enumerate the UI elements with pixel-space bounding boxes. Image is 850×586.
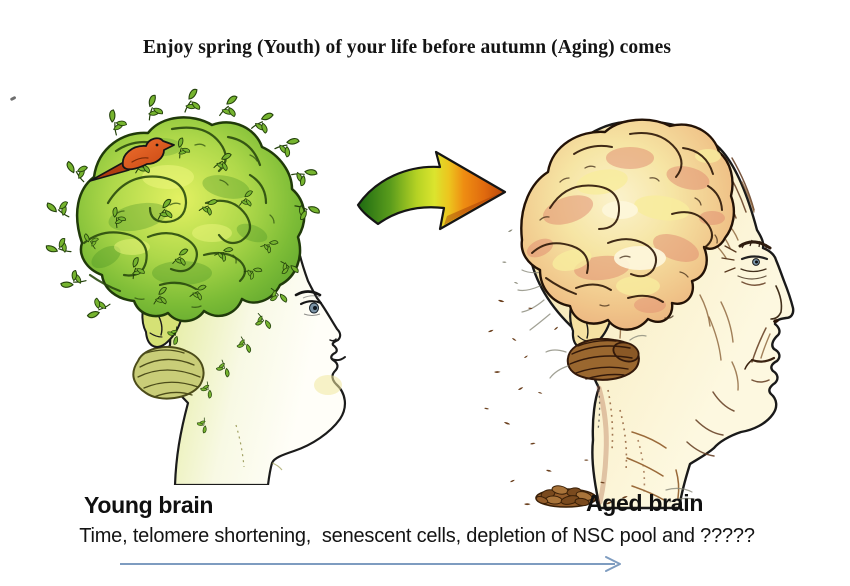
leaf-pile <box>523 485 613 508</box>
young-eye <box>294 290 323 316</box>
transition-arrow-icon <box>356 150 507 231</box>
young-mouth <box>331 356 346 362</box>
aged-eye <box>721 239 772 280</box>
scan-speck <box>9 95 17 101</box>
young-brain-label: Young brain <box>84 492 214 518</box>
bird-icon <box>89 137 175 182</box>
aged-nose-mouth <box>744 285 783 383</box>
aged-brain-illustration <box>483 118 795 510</box>
autumn-brain <box>520 118 736 331</box>
young-nostril <box>329 338 337 342</box>
aged-brain-label: Aged brain <box>586 490 704 516</box>
mechanisms-caption: Time, telomere shortening, senescent cel… <box>79 525 755 547</box>
timeline-arrow-icon <box>120 556 621 572</box>
young-brain-illustration <box>20 85 346 485</box>
foliage-shading <box>91 138 268 285</box>
figure-title: Enjoy spring (Youth) of your life before… <box>142 37 672 58</box>
cheek-tint <box>314 375 342 395</box>
young-foliage-brain <box>44 88 322 435</box>
young-hair-bun <box>132 345 205 400</box>
aged-hair-bun <box>545 334 647 381</box>
autumn-gyri <box>531 132 723 319</box>
